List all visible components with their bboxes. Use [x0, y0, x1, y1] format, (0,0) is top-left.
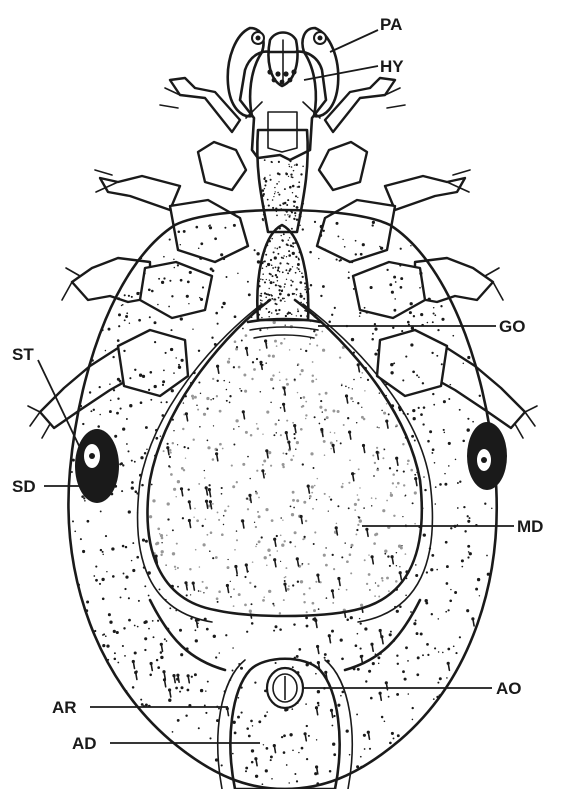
label-ao: AO — [496, 679, 522, 698]
stigma-left — [75, 429, 119, 503]
leg-4-left — [28, 330, 188, 438]
leg-3-right — [353, 258, 503, 318]
stigma-right — [467, 422, 507, 490]
pointer-pa — [330, 30, 378, 52]
leg-1-right — [319, 78, 405, 190]
label-sd: SD — [12, 477, 36, 496]
pointer-hy — [304, 66, 378, 80]
label-go: GO — [499, 317, 525, 336]
stalk-stipple — [262, 159, 304, 232]
label-st: ST — [12, 345, 34, 364]
label-hy: HY — [380, 57, 404, 76]
label-md: MD — [517, 517, 543, 536]
leg-1-left — [160, 78, 246, 190]
label-pa: PA — [380, 15, 402, 34]
sternal-stalk — [257, 130, 307, 232]
leg-3-left — [62, 258, 212, 318]
label-ar: AR — [52, 698, 77, 717]
label-ad: AD — [72, 734, 97, 753]
anal-opening — [267, 668, 303, 708]
genital-region — [248, 221, 320, 338]
